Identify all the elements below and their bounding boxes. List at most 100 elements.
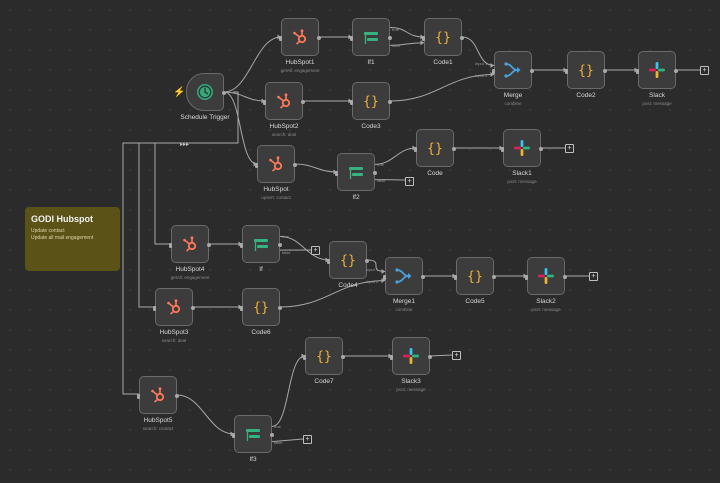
- node-hubspot3[interactable]: [153, 288, 195, 326]
- add-node-button[interactable]: +: [565, 144, 574, 153]
- trunk-connection: [154, 143, 171, 245]
- node-label: Code7: [314, 378, 334, 385]
- output-port[interactable]: [341, 355, 345, 359]
- input-port[interactable]: [350, 36, 353, 41]
- input-port[interactable]: [501, 147, 504, 152]
- node-code5[interactable]: {}: [454, 257, 496, 295]
- node-merge1[interactable]: [383, 257, 425, 295]
- input-port[interactable]: [279, 36, 282, 41]
- node-hubspot[interactable]: [255, 145, 297, 183]
- slack-icon: [512, 138, 532, 158]
- output-port[interactable]: [293, 163, 297, 167]
- output-port[interactable]: [365, 259, 369, 263]
- output-port[interactable]: [373, 171, 377, 175]
- node-label: Code6: [251, 329, 271, 336]
- branch-label-input2: Input 2: [475, 73, 488, 78]
- add-node-button[interactable]: +: [311, 246, 320, 255]
- input-port[interactable]: [153, 306, 156, 311]
- node-if3[interactable]: [232, 415, 274, 453]
- add-node-button[interactable]: +: [452, 351, 461, 360]
- branch-label-input2: Input 2: [366, 279, 379, 284]
- input-port[interactable]: [454, 275, 457, 280]
- input-port[interactable]: [383, 275, 386, 280]
- node-hubspot4[interactable]: [169, 225, 211, 263]
- output-port[interactable]: [460, 36, 464, 40]
- add-node-button[interactable]: +: [303, 435, 312, 444]
- output-port[interactable]: [301, 100, 305, 104]
- output-port[interactable]: [278, 306, 282, 310]
- output-port[interactable]: [492, 275, 496, 279]
- node-slack[interactable]: [636, 51, 678, 89]
- node-trigger[interactable]: [186, 73, 226, 111]
- input-port[interactable]: [390, 355, 393, 360]
- input-port[interactable]: [350, 100, 353, 105]
- output-port[interactable]: [563, 275, 567, 279]
- input-port[interactable]: [232, 433, 235, 438]
- output-port[interactable]: [191, 306, 195, 310]
- node-code2[interactable]: {}: [565, 51, 607, 89]
- node-slack1[interactable]: [501, 129, 543, 167]
- connection: [429, 354, 453, 357]
- node-code4[interactable]: {}: [327, 241, 369, 279]
- input-port[interactable]: [240, 243, 243, 248]
- input-port[interactable]: [525, 275, 528, 280]
- add-node-button[interactable]: +: [589, 272, 598, 281]
- input-port[interactable]: [414, 147, 417, 152]
- output-port[interactable]: [222, 91, 226, 95]
- input-port[interactable]: [492, 69, 495, 74]
- svg-text:{}: {}: [253, 301, 269, 316]
- node-code6[interactable]: {}: [240, 288, 282, 326]
- merge-icon: [503, 60, 523, 80]
- output-port[interactable]: [175, 394, 179, 398]
- sticky-note[interactable]: GODI Hubspot Update contact Update all m…: [25, 207, 120, 271]
- input-port[interactable]: [169, 243, 172, 248]
- output-port[interactable]: [278, 243, 282, 247]
- input-port[interactable]: [335, 171, 338, 176]
- add-node-button[interactable]: +: [700, 66, 709, 75]
- output-port[interactable]: [317, 36, 321, 40]
- output-port[interactable]: [539, 147, 543, 151]
- input-port[interactable]: [303, 355, 306, 360]
- node-code1[interactable]: {}: [422, 18, 464, 56]
- output-port[interactable]: [207, 243, 211, 247]
- node-hubspot5[interactable]: [137, 376, 179, 414]
- node-subtitle: post: message: [396, 387, 426, 392]
- node-slack2[interactable]: [525, 257, 567, 295]
- connection: [294, 163, 338, 173]
- node-slack3[interactable]: [390, 337, 432, 375]
- output-port[interactable]: [603, 69, 607, 73]
- output-port[interactable]: [270, 433, 274, 437]
- node-code[interactable]: {}: [414, 129, 456, 167]
- input-port[interactable]: [422, 36, 425, 41]
- node-if1[interactable]: [350, 18, 392, 56]
- node-hubspot1[interactable]: [279, 18, 321, 56]
- branch-label-input1: Input 1: [366, 267, 379, 272]
- node-code7[interactable]: {}: [303, 337, 345, 375]
- input-port[interactable]: [240, 306, 243, 311]
- node-subtitle: search: deal: [161, 338, 187, 343]
- add-node-button[interactable]: +: [405, 177, 414, 186]
- node-label: Code1: [433, 59, 453, 66]
- input-port[interactable]: [327, 259, 330, 264]
- node-merge[interactable]: [492, 51, 534, 89]
- output-port[interactable]: [452, 147, 456, 151]
- output-port[interactable]: [388, 100, 392, 104]
- input-port[interactable]: [137, 394, 140, 399]
- node-if[interactable]: [240, 225, 282, 263]
- output-port[interactable]: [421, 275, 425, 279]
- node-label: Merge1: [392, 298, 416, 305]
- input-port[interactable]: [565, 69, 568, 74]
- input-port[interactable]: [263, 100, 266, 105]
- node-code3[interactable]: {}: [350, 82, 392, 120]
- output-port[interactable]: [428, 355, 432, 359]
- node-if2[interactable]: [335, 153, 377, 191]
- input-port[interactable]: [636, 69, 639, 74]
- node-label: HubSpot5: [143, 417, 173, 424]
- output-port[interactable]: [388, 36, 392, 40]
- output-port[interactable]: [674, 69, 678, 73]
- node-hubspot2[interactable]: [263, 82, 305, 120]
- connection: [223, 91, 266, 102]
- output-port[interactable]: [530, 69, 534, 73]
- input-port[interactable]: [255, 163, 258, 168]
